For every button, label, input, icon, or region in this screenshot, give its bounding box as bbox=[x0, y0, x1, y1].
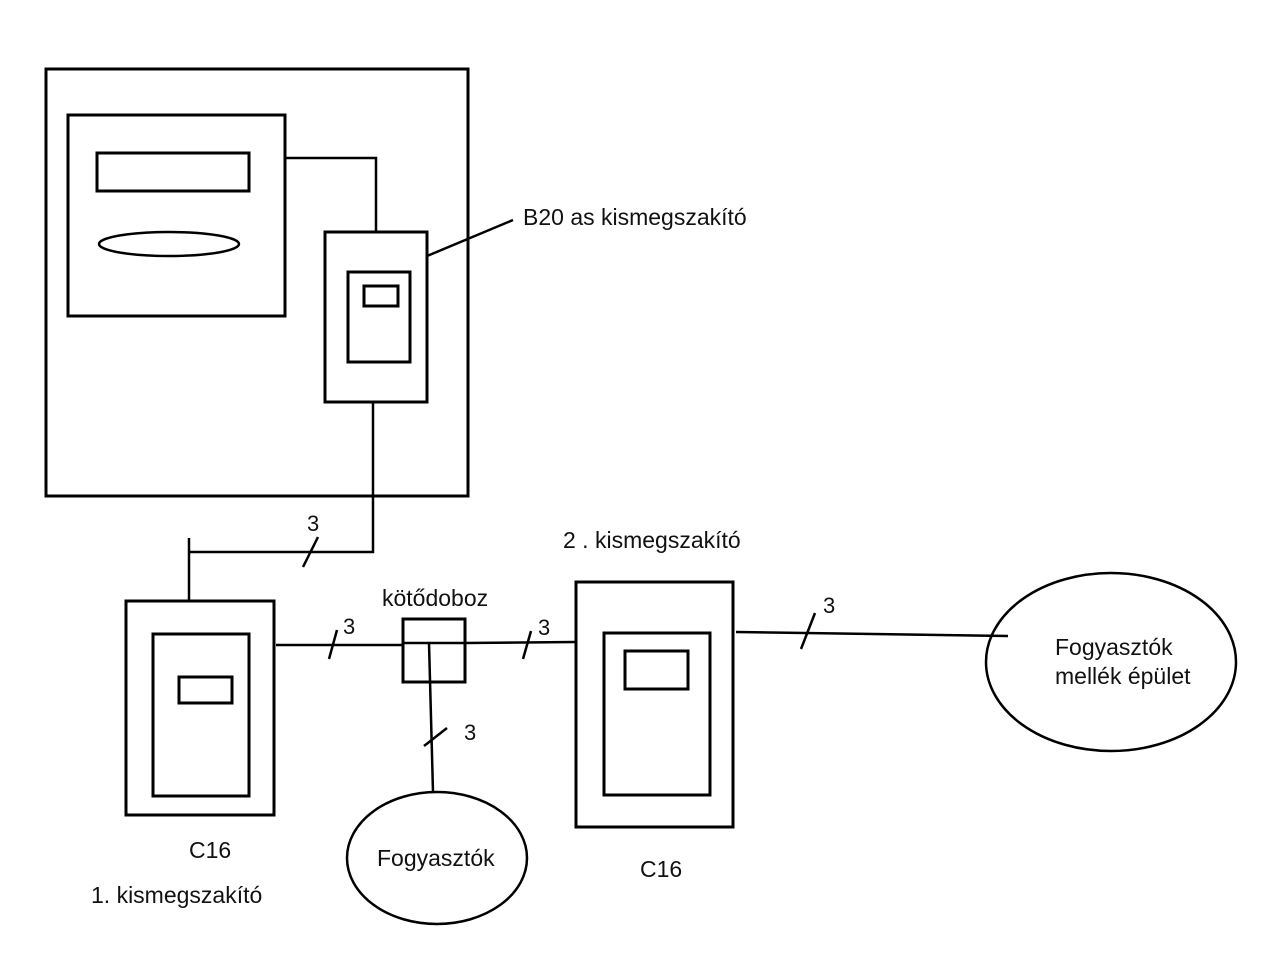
breaker-1-body bbox=[124, 599, 276, 817]
breaker-1 bbox=[124, 599, 276, 817]
wire-count-tick-3 bbox=[521, 630, 533, 660]
wire-meter-to-main-breaker bbox=[285, 156, 378, 231]
junction-box-body bbox=[401, 617, 467, 684]
junction-box-label: kötődoboz bbox=[382, 585, 488, 611]
wire-count-tick-5 bbox=[799, 612, 817, 650]
breaker-1-toggle bbox=[177, 675, 234, 705]
consumers-ellipse bbox=[345, 790, 529, 926]
wire-count-label-3: 3 bbox=[538, 615, 550, 640]
breaker-2-title: 2 . kismegszakító bbox=[563, 527, 741, 553]
wire-junction-to-breaker2 bbox=[464, 640, 577, 645]
breaker-1-title: 1. kismegszakító bbox=[91, 882, 262, 908]
meter-dial bbox=[97, 230, 241, 258]
outbuilding-consumers: Fogyasztók mellék épület bbox=[984, 571, 1238, 753]
breaker-2-rating: C16 bbox=[640, 856, 682, 882]
breaker-2-inner bbox=[602, 631, 712, 797]
main-breaker-label: B20 as kismegszakító bbox=[523, 204, 747, 230]
outbuilding-label-line2: mellék épület bbox=[1055, 663, 1191, 689]
outbuilding-label-line1: Fogyasztók bbox=[1055, 634, 1173, 660]
junction-box bbox=[401, 617, 467, 793]
outbuilding-ellipse bbox=[984, 571, 1238, 753]
wire-count-label-1: 3 bbox=[307, 511, 319, 536]
meter-body bbox=[66, 113, 287, 318]
main-breaker-inner bbox=[346, 270, 412, 364]
breaker-1-inner bbox=[151, 632, 251, 798]
main-breaker-toggle bbox=[362, 284, 400, 308]
wire-count-label-4: 3 bbox=[464, 720, 476, 745]
wire-count-tick-4 bbox=[423, 727, 448, 747]
wire-count-label-5: 3 bbox=[823, 593, 835, 618]
consumers: Fogyasztók bbox=[345, 790, 529, 926]
meter-panel-enclosure bbox=[44, 67, 470, 498]
wire-main-to-breaker1 bbox=[189, 402, 375, 554]
meter-panel bbox=[44, 67, 470, 498]
wire-count-tick-1 bbox=[301, 536, 320, 568]
breaker-2-body bbox=[574, 580, 735, 829]
meter bbox=[66, 113, 287, 318]
wire-junction-to-consumers bbox=[427, 642, 435, 793]
wire-count-tick-2 bbox=[327, 629, 339, 660]
meter-display bbox=[95, 151, 251, 193]
main-breaker-body bbox=[323, 230, 429, 404]
breaker-1-rating: C16 bbox=[189, 837, 231, 863]
breaker-2 bbox=[574, 580, 735, 829]
main-breaker-leader-line bbox=[426, 218, 514, 258]
main-breaker bbox=[323, 230, 429, 404]
wire-breaker2-to-outbuilding bbox=[735, 630, 1009, 638]
breaker-2-toggle bbox=[623, 649, 690, 691]
consumers-label: Fogyasztók bbox=[377, 845, 495, 871]
wire-count-label-2: 3 bbox=[343, 614, 355, 639]
